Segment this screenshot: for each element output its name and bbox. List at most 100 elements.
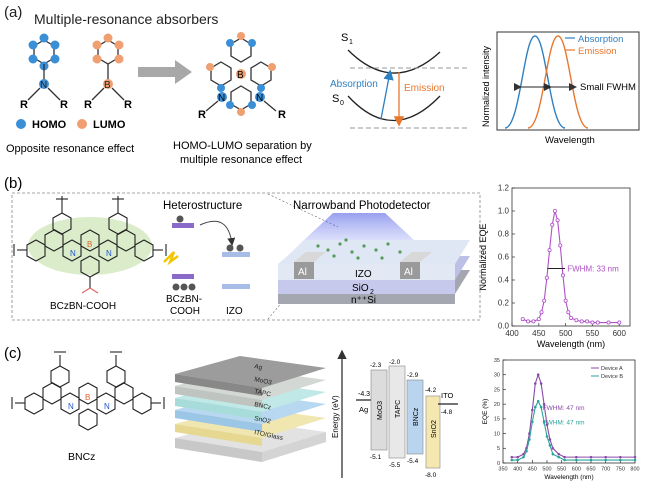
- data-point: [520, 317, 525, 322]
- data-point: [516, 455, 519, 459]
- x-tick-label: 550: [557, 467, 566, 473]
- heterostructure-title: Heterostructure: [163, 200, 242, 212]
- mr-molecule: B N N R R: [198, 32, 286, 121]
- r-group-label: R: [124, 99, 132, 111]
- data-point: [510, 455, 514, 459]
- data-point: [539, 405, 543, 409]
- data-point: [522, 455, 525, 459]
- boron-atom-label: B: [237, 70, 244, 81]
- al-left-label: Al: [298, 267, 307, 278]
- nitrogen-atom-label: N: [70, 249, 76, 258]
- s1-label: S: [341, 32, 348, 44]
- plot-frame: [511, 187, 631, 327]
- bncz-name: BNCz: [68, 451, 95, 463]
- y-tick-label: 10: [494, 431, 500, 437]
- spectrum-xlabel: Wavelength: [545, 135, 595, 146]
- data-point: [528, 438, 531, 441]
- data-point: [533, 405, 537, 409]
- nitrogen-atom-label: N: [40, 80, 47, 91]
- r-group-label: R: [60, 99, 68, 111]
- ito-level-name: ITO: [441, 391, 454, 400]
- y-tick-label: 35: [494, 358, 500, 364]
- amine-molecule: N R R: [20, 33, 68, 111]
- stack-layer-tapc: TAPC: [254, 388, 272, 398]
- y-tick-label: 25: [494, 387, 500, 393]
- data-point: [542, 420, 546, 424]
- small-fwhm-label: Small FWHM: [580, 82, 636, 93]
- data-point: [579, 319, 584, 324]
- homo-legend-label: HOMO: [32, 119, 67, 131]
- data-point: [585, 319, 590, 324]
- bncz-bottom-value: -5.4: [407, 458, 419, 465]
- fwhm-annotation: FWHM: 33 nm: [567, 265, 619, 274]
- series-line-device-a: [511, 372, 635, 458]
- x-axis-label: Wavelength (nm): [544, 474, 593, 481]
- mr-caption-line2: multiple resonance effect: [180, 154, 302, 166]
- data-point: [617, 320, 622, 325]
- hetero-left-label-1: BCzBN-: [166, 294, 202, 305]
- data-point: [560, 273, 565, 278]
- data-point: [552, 208, 557, 213]
- data-point: [510, 458, 514, 462]
- data-point: [595, 320, 600, 325]
- data-point: [563, 298, 568, 303]
- boron-atom-label: B: [104, 80, 111, 91]
- x-tick-label: 700: [601, 467, 610, 473]
- legend-label: Device A: [601, 366, 623, 372]
- data-point: [551, 446, 555, 450]
- data-point: [545, 435, 549, 438]
- nitrogen-atom-label: N: [104, 402, 110, 411]
- panel-b-frame: [11, 192, 481, 321]
- boron-atom-label: B: [85, 393, 90, 402]
- data-point: [547, 248, 552, 253]
- data-point: [550, 222, 555, 227]
- nitrogen-atom-label: N: [106, 249, 112, 258]
- r-group-label: R: [198, 109, 206, 121]
- panel-a-title: Multiple-resonance absorbers: [34, 11, 218, 27]
- energy-diagram: S 1 S 0 Absorption Emission: [330, 32, 470, 129]
- x-tick-label: 600: [613, 329, 627, 338]
- data-point: [589, 455, 593, 459]
- data-point: [619, 458, 622, 462]
- series-line-device-b: [511, 399, 635, 461]
- opposite-resonance-caption: Opposite resonance effect: [6, 143, 134, 155]
- data-point: [606, 320, 611, 325]
- nitrogen-atom-label: N: [256, 93, 263, 104]
- data-point: [548, 444, 552, 447]
- hetero-left-label-2: COOH: [170, 306, 200, 317]
- data-point: [536, 399, 540, 403]
- hetero-right-label: IZO: [226, 306, 243, 317]
- tapc-top-value: -2.0: [389, 359, 401, 366]
- bncz-molecule: [11, 351, 165, 431]
- x-tick-label: 450: [528, 467, 537, 473]
- si-layer-label: n⁺⁺Si: [351, 295, 376, 306]
- bczbn-cooh-name: BCzBN-COOH: [50, 301, 116, 312]
- emission-arrow-label: Emission: [404, 83, 445, 94]
- data-point: [604, 458, 607, 462]
- y-tick-label: 0: [497, 461, 500, 467]
- data-point: [633, 458, 637, 462]
- y-tick-label: 1.0: [498, 207, 510, 216]
- izo-layer-label: IZO: [355, 269, 372, 280]
- fwhm-annotation-b: FWHM: 47 nm: [543, 420, 585, 427]
- lumo-legend-label: LUMO: [93, 119, 126, 131]
- x-tick-label: 550: [586, 329, 600, 338]
- data-point: [536, 317, 541, 322]
- sno2-bottom-value: -8.0: [425, 472, 437, 479]
- y-axis-label: EQE (%): [482, 399, 489, 425]
- s0-label: S: [332, 93, 339, 105]
- data-point: [533, 382, 537, 385]
- panel-c-label: (c): [4, 345, 22, 362]
- y-tick-label: 5: [497, 446, 500, 452]
- data-point: [569, 315, 574, 320]
- s0-subscript: 0: [340, 100, 344, 107]
- data-point: [544, 275, 549, 280]
- moo3-name: MoO3: [377, 401, 384, 420]
- tapc-name: TAPC: [395, 400, 402, 418]
- data-point: [575, 455, 578, 459]
- data-point: [531, 408, 534, 412]
- data-point: [516, 458, 519, 462]
- data-point: [575, 458, 578, 462]
